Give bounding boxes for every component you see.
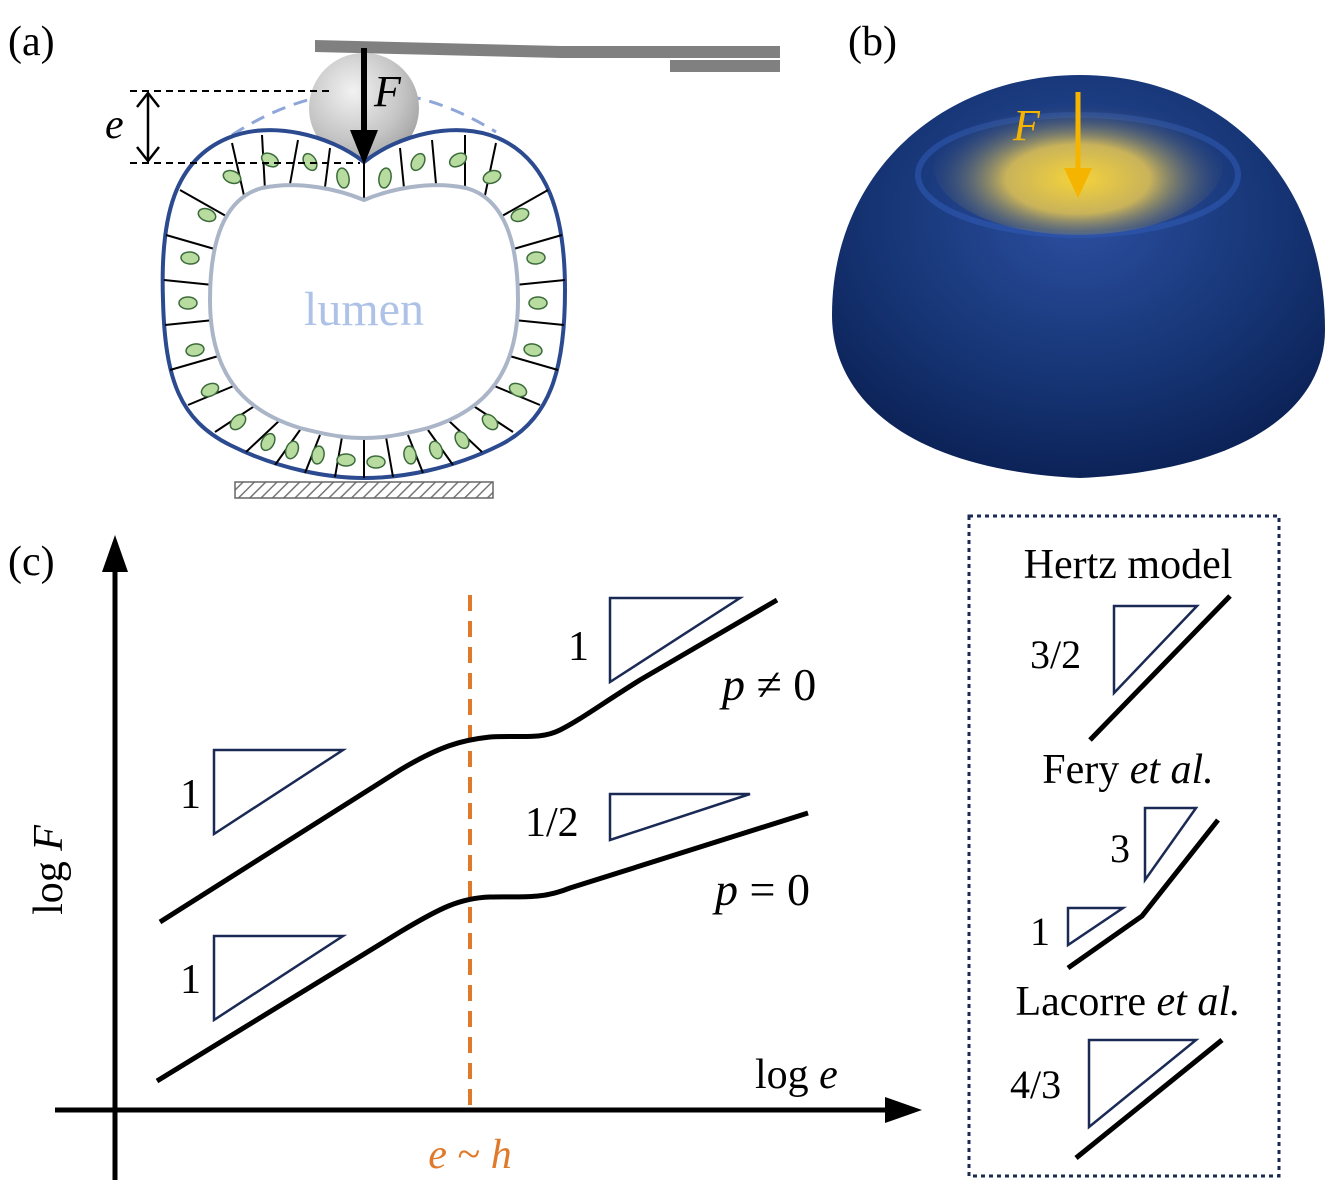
- fery-title: Fery et al.: [1042, 747, 1213, 793]
- panel-c: (c) log F log e e ~ h 1 1 1 1/2 p ≠ 0 p …: [8, 535, 922, 1180]
- cell-nuclei: [178, 152, 548, 469]
- x-axis-arrow: [885, 1097, 922, 1123]
- y-axis-label: log F: [26, 825, 72, 915]
- legend-border: [967, 514, 1281, 1178]
- force-symbol-b: F: [1012, 101, 1041, 150]
- fery-line: [1066, 818, 1220, 971]
- panel-b: (b) F: [832, 19, 1325, 478]
- curve-p-zero: [155, 810, 809, 1084]
- lacorre-line: [1074, 1038, 1224, 1160]
- slope-label-lower-left: 1: [180, 957, 201, 1003]
- curve-label-p-zero: p = 0: [712, 864, 810, 915]
- cantilever: [315, 40, 780, 58]
- slope-triangle-lower-right: [608, 792, 751, 842]
- cantilever-base: [670, 60, 780, 72]
- panel-a: (a): [8, 19, 780, 499]
- transition-label: e ~ h: [428, 1132, 511, 1178]
- force-arrow-head: [350, 130, 378, 165]
- panel-c-label: (c): [8, 539, 55, 585]
- fery-slope-high-label: 3: [1110, 826, 1130, 871]
- curve-label-p-nonzero: p ≠ 0: [719, 659, 816, 710]
- hertz-line: [1088, 594, 1232, 742]
- indent-double-arrow: [136, 90, 160, 164]
- indent-symbol: e: [105, 102, 124, 148]
- model-legend: Hertz model 3/2 Fery et al. 3 1 Lacorre …: [967, 514, 1281, 1178]
- lumen-boundary: [207, 183, 521, 441]
- x-axis-label: log e: [755, 1052, 838, 1098]
- hertz-slope-triangle: [1112, 604, 1200, 697]
- fery-slope-triangle-low: [1066, 906, 1128, 948]
- substrate: [234, 481, 494, 499]
- panel-a-label: (a): [8, 19, 55, 65]
- slope-label-upper-left: 1: [180, 772, 201, 818]
- hertz-title: Hertz model: [1024, 542, 1233, 588]
- lacorre-slope-label: 4/3: [1010, 1062, 1061, 1107]
- panel-b-label: (b): [848, 19, 897, 65]
- y-axis-arrow: [102, 535, 128, 572]
- force-arrow-b-head: [1064, 168, 1092, 198]
- slope-label-upper-right: 1: [568, 624, 589, 670]
- slope-triangle-upper-left: [212, 748, 348, 837]
- curve-p-nonzero: [158, 597, 779, 925]
- hertz-slope-label: 3/2: [1030, 632, 1081, 677]
- slope-triangle-lower-left: [212, 934, 348, 1023]
- slope-triangle-upper-right: [608, 596, 745, 685]
- fery-slope-low-label: 1: [1030, 909, 1050, 954]
- lacorre-slope-triangle: [1087, 1038, 1200, 1130]
- force-symbol-a: F: [373, 67, 402, 116]
- slope-label-lower-right: 1/2: [525, 800, 579, 846]
- lumen-label: lumen: [304, 283, 424, 336]
- fery-slope-triangle-high: [1143, 806, 1199, 884]
- lacorre-title: Lacorre et al.: [1015, 979, 1240, 1025]
